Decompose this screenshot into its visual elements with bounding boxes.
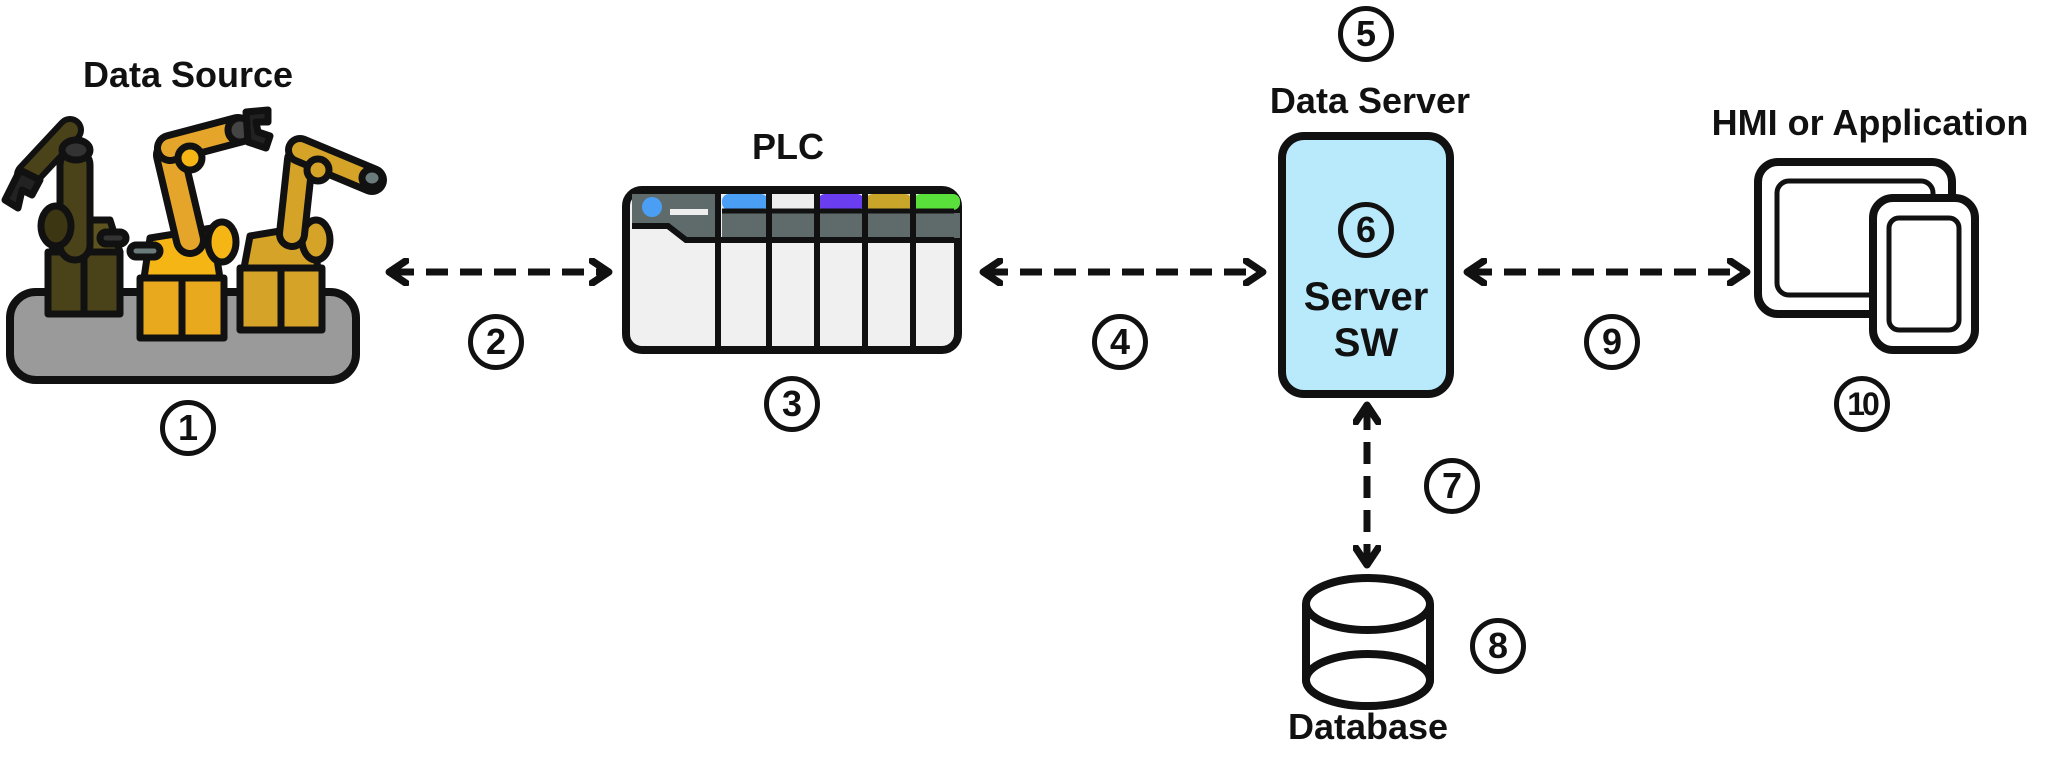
marker-10: 10 <box>1834 376 1890 432</box>
marker-3: 3 <box>764 376 820 432</box>
data-server-label: Data Server <box>1269 80 1471 121</box>
plc-module-band <box>770 213 816 238</box>
marker-5: 5 <box>1338 6 1394 62</box>
plc-module-cap <box>866 194 912 210</box>
hmi-label: HMI or Application <box>1711 102 2029 143</box>
marker-8: 8 <box>1470 618 1526 674</box>
marker-7: 7 <box>1424 458 1480 514</box>
plc-module-band <box>866 213 912 238</box>
server-sw-line2: SW <box>1333 321 1399 365</box>
plc-module-cap <box>722 194 768 210</box>
server-software-box <box>1278 132 1454 398</box>
plc-module-cap <box>818 194 864 210</box>
marker-1: 1 <box>160 400 216 456</box>
marker-6: 6 <box>1338 202 1394 258</box>
robot-arms-icon <box>1 106 387 384</box>
marker-4: 4 <box>1092 314 1148 370</box>
plc-module-band <box>818 213 864 238</box>
plc-label: PLC <box>752 126 824 167</box>
data-source-label: Data Source <box>82 54 294 95</box>
database-label: Database <box>1287 706 1449 747</box>
server-sw-text: Server SW <box>1304 274 1429 366</box>
plc-module-band <box>914 213 960 238</box>
database-icon <box>1302 574 1434 710</box>
server-sw-line1: Server <box>1303 275 1429 319</box>
plc-icon <box>622 186 962 354</box>
marker-2: 2 <box>468 314 524 370</box>
marker-9: 9 <box>1584 314 1640 370</box>
plc-module-cap <box>914 194 960 210</box>
plc-module-cap <box>770 194 816 210</box>
plc-module-band <box>722 213 768 238</box>
hmi-devices-icon <box>1754 158 1979 354</box>
